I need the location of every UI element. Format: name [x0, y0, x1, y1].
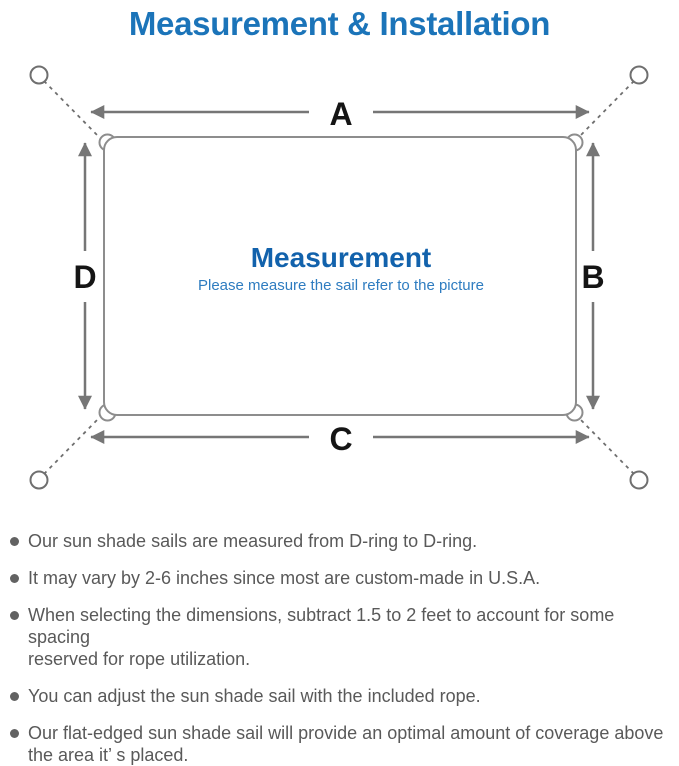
- note-text: Our flat-edged sun shade sail will provi…: [28, 723, 664, 743]
- anchor-point-bottom-left: [29, 470, 49, 490]
- anchor-point-top-right: [629, 65, 649, 85]
- anchor-point-bottom-right: [629, 470, 649, 490]
- note-text: Our sun shade sails are measured from D-…: [28, 531, 478, 551]
- list-item: You can adjust the sun shade sail with t…: [6, 685, 671, 707]
- note-text: the area it’ s placed.: [28, 745, 189, 765]
- note-text: You can adjust the sun shade sail with t…: [28, 686, 481, 706]
- list-item: When selecting the dimensions, subtract …: [6, 604, 671, 670]
- note-text: When selecting the dimensions, subtract …: [28, 605, 615, 647]
- dimension-label-b: B: [581, 259, 604, 295]
- anchor-point-top-left: [29, 65, 49, 85]
- rope-line-bottom-left: [43, 415, 102, 475]
- diagram-center-title: Measurement: [251, 242, 432, 273]
- page-title: Measurement & Installation: [128, 5, 551, 42]
- diagram-center-subtitle: Please measure the sail refer to the pic…: [198, 277, 484, 294]
- rope-line-top-right: [576, 80, 635, 140]
- rope-line-bottom-right: [576, 415, 635, 475]
- sail-rectangle: [103, 136, 577, 416]
- list-item: It may vary by 2-6 inches since most are…: [6, 567, 671, 589]
- rope-line-top-left: [43, 80, 102, 140]
- list-item: Our flat-edged sun shade sail will provi…: [6, 722, 671, 766]
- sail-diagram-svg: A C D B Measurement Please measure the s…: [29, 65, 649, 490]
- note-text: reserved for rope utilization.: [28, 649, 251, 669]
- dimension-label-a: A: [329, 96, 352, 132]
- measurement-notes-list: Our sun shade sails are measured from D-…: [6, 530, 671, 766]
- measurement-diagram: A C D B Measurement Please measure the s…: [0, 52, 679, 500]
- dimension-label-c: C: [329, 421, 352, 457]
- dimension-label-d: D: [73, 259, 96, 295]
- note-text: It may vary by 2-6 inches since most are…: [28, 568, 541, 588]
- list-item: Our sun shade sails are measured from D-…: [6, 530, 671, 552]
